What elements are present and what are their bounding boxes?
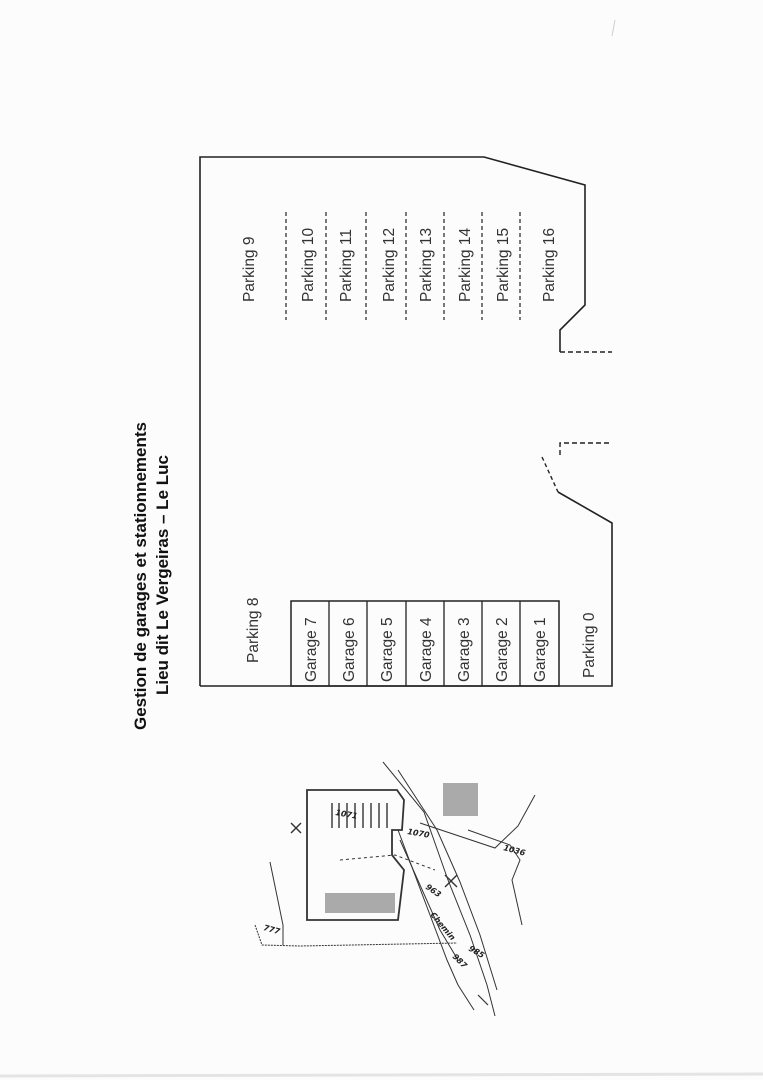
parking-12-label: Parking 12 [381,228,398,302]
parcel-777-label: 777 [262,923,281,936]
garage-3-label: Garage 3 [456,617,473,682]
garage-4-label: Garage 4 [418,617,435,682]
parking-16-label: Parking 16 [541,228,558,302]
parcel-987-label: 987 [451,952,469,970]
parcel-963-label: 963 [424,882,443,899]
cadastral-map [254,761,536,1017]
parking-15-label: Parking 15 [495,228,512,302]
title-line-2: Lieu dit Le Vergeiras – Le Luc [153,455,172,695]
garage-6-label: Garage 6 [341,617,358,682]
road-label: Chemin [428,911,457,943]
map-road-inner [399,839,459,961]
parcel-1071-label: 1071 [335,808,358,821]
gate-dashed [541,456,559,493]
map-road-left [397,829,475,1011]
scan-edge [0,1072,763,1078]
parking-dividers [285,212,521,320]
map-neighbor-shade [443,783,478,816]
garages-frame [290,600,560,687]
garage-7-label: Garage 7 [303,617,320,682]
parcel-1070-label: 1070 [407,827,431,840]
parking-10-label: Parking 10 [300,228,317,302]
garages-block: Garage 7 Garage 6 Garage 5 Garage 4 Gara… [290,600,560,687]
parkings-right: Parking 9 Parking 10 Parking 11 Parking … [241,212,558,320]
title-line-1: Gestion de garages et stationnements [131,422,150,730]
map-parcel-777 [269,861,284,945]
map-dotted-track [339,854,436,871]
garage-5-label: Garage 5 [379,617,396,682]
map-parcel-right [467,829,523,926]
parking-8-label: Parking 8 [245,598,262,663]
garage-1-label: Garage 1 [532,617,549,682]
map-parcel-boundary [254,924,458,947]
scan-mark [611,19,616,37]
map-road-right [382,761,496,1017]
map-garages-shade [325,893,395,913]
entrance-bottom-dashed [559,442,612,455]
garage-2-label: Garage 2 [494,617,511,682]
map-road-edge [397,769,498,991]
parking-11-label: Parking 11 [338,229,355,302]
map-lot [306,789,405,921]
map-parcel-1036 [419,794,536,849]
parking-13-label: Parking 13 [418,228,435,302]
parcel-1036-label: 1036 [502,843,526,858]
parking-9-label: Parking 9 [241,237,258,302]
parking-14-label: Parking 14 [457,228,474,302]
lot-outline [199,156,586,686]
parking-0-label: Parking 0 [581,612,598,678]
map-parking-ticks [331,803,388,828]
